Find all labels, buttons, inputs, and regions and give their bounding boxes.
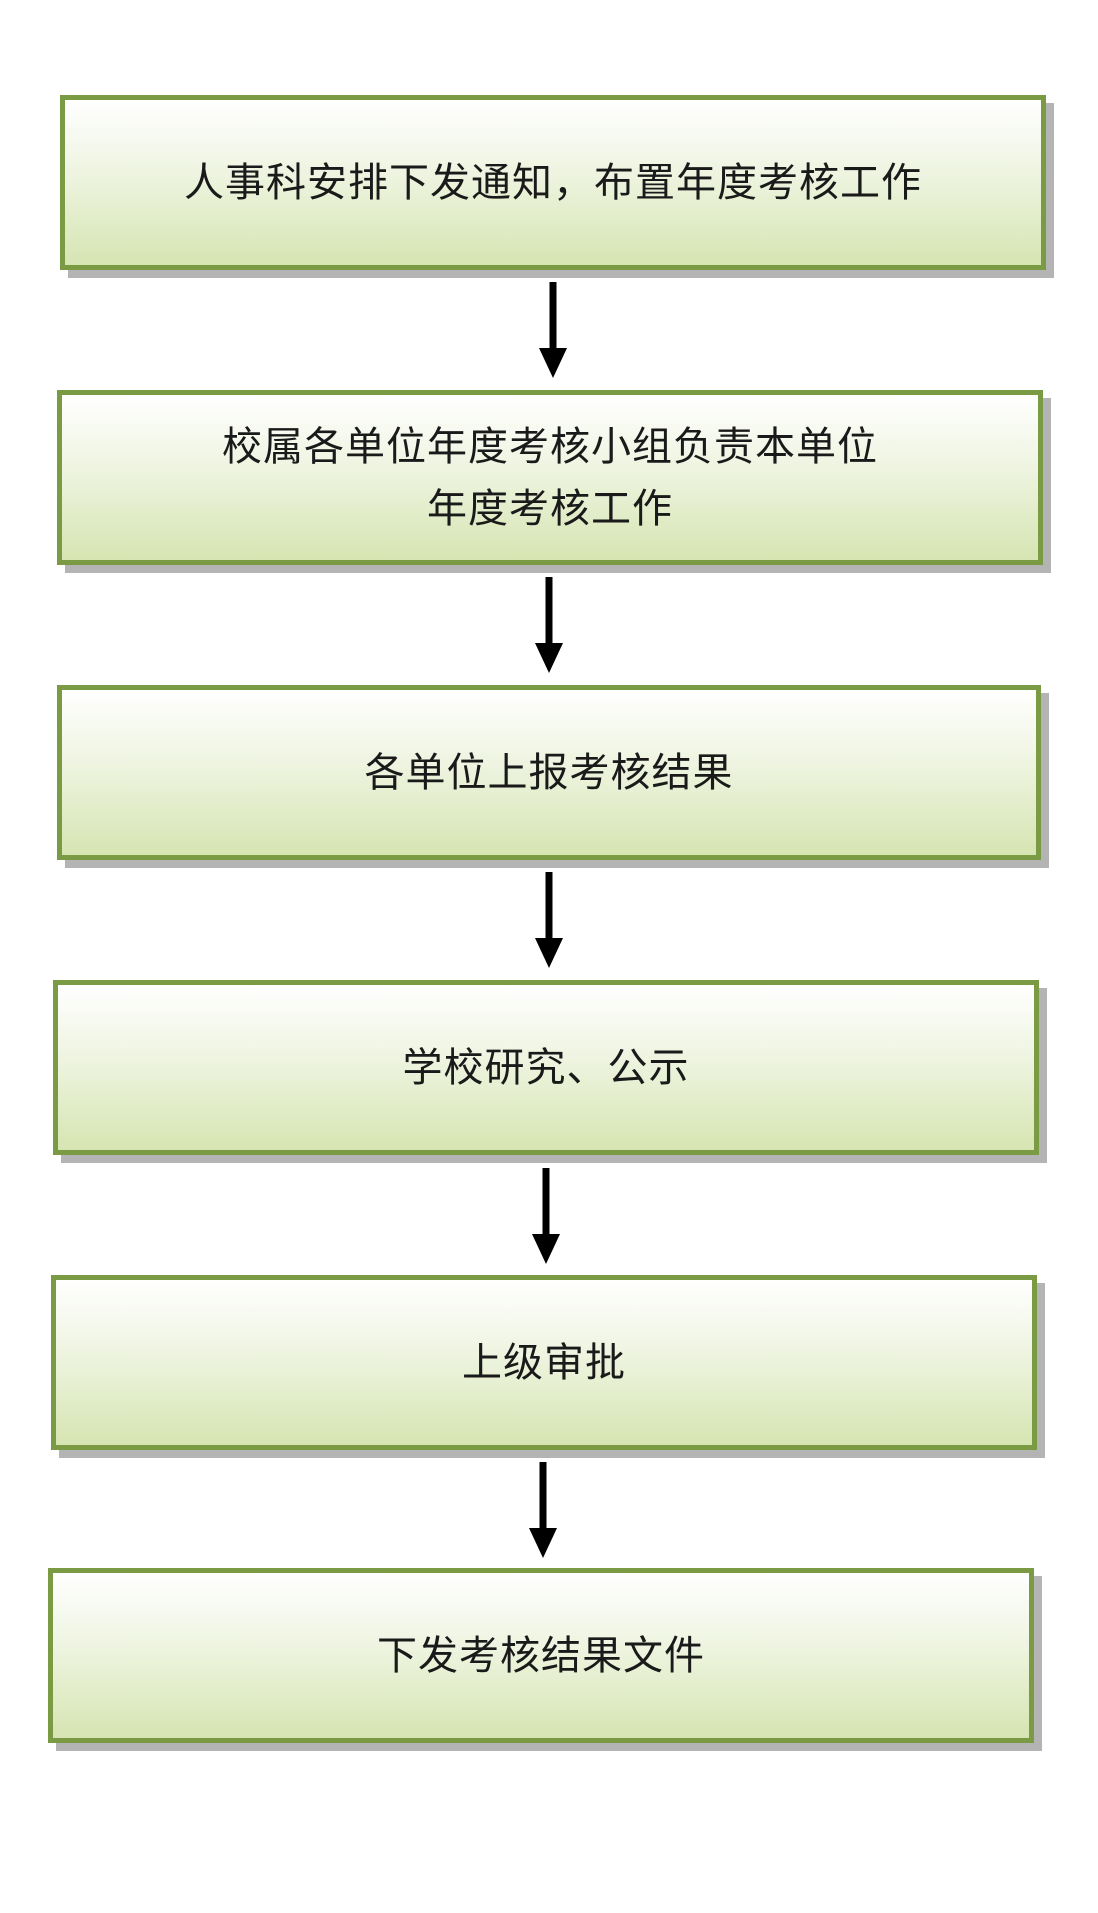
arrow-2-3 [535, 577, 563, 673]
arrow-5-6 [529, 1462, 557, 1558]
step-1-text: 人事科安排下发通知，布置年度考核工作 [184, 159, 922, 206]
step-2-box: 校属各单位年度考核小组负责本单位 年度考核工作 [57, 390, 1043, 565]
arrow-3-4 [535, 872, 563, 968]
step-4-text: 学校研究、公示 [402, 1044, 690, 1091]
step-4-box: 学校研究、公示 [53, 980, 1039, 1155]
step-2-text-line-2: 年度考核工作 [427, 485, 673, 532]
step-3-text: 各单位上报考核结果 [364, 749, 734, 796]
step-5-text: 上级审批 [462, 1339, 626, 1386]
step-6-text: 下发考核结果文件 [377, 1632, 705, 1679]
arrow-4-5 [532, 1168, 560, 1264]
step-3-box: 各单位上报考核结果 [57, 685, 1041, 860]
step-5-box: 上级审批 [51, 1275, 1037, 1450]
step-2-text-line-1: 校属各单位年度考核小组负责本单位 [222, 423, 878, 470]
step-1-box: 人事科安排下发通知，布置年度考核工作 [60, 95, 1046, 270]
arrow-1-2 [539, 282, 567, 378]
step-6-box: 下发考核结果文件 [48, 1568, 1034, 1743]
